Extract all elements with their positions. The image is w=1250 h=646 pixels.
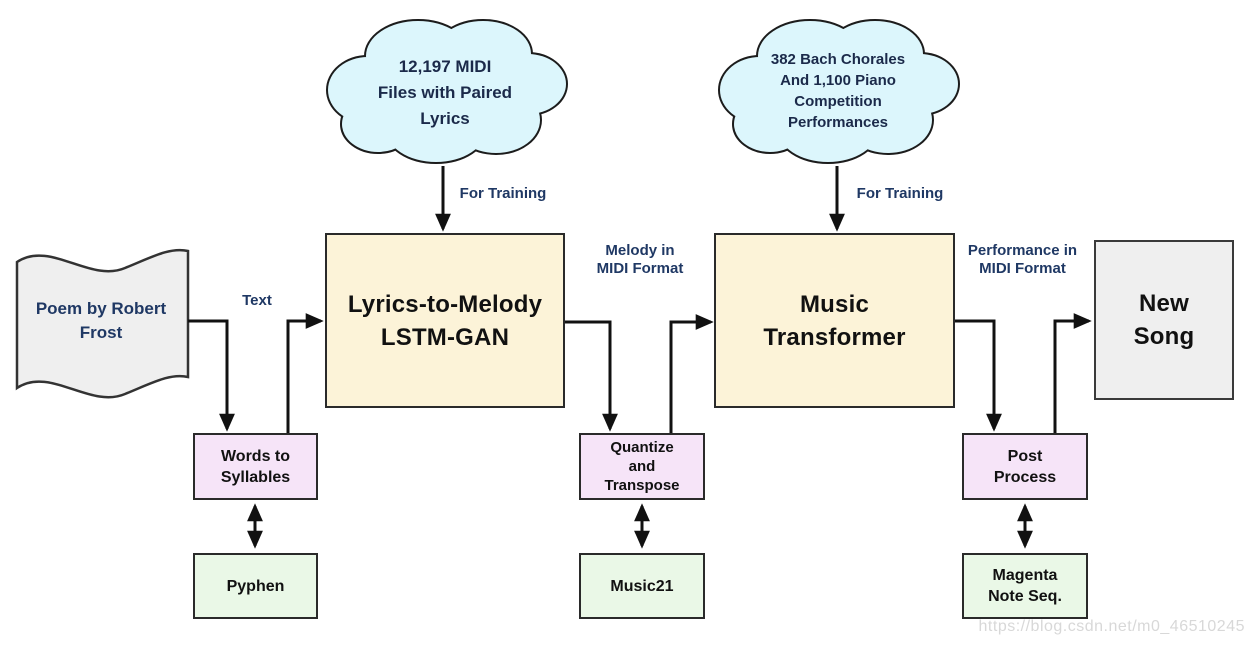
node-music-transformer: Music Transformer <box>714 233 955 408</box>
arrow-words-to-lstm <box>286 313 324 433</box>
node-pyphen: Pyphen <box>193 553 318 619</box>
poem-document-shape <box>15 248 190 399</box>
performance-midi-label: Performance in MIDI Format <box>950 242 1095 278</box>
node-post-process: Post Process <box>962 433 1088 500</box>
node-line: Words to <box>220 447 291 465</box>
node-line: New <box>1139 290 1189 317</box>
label-line: MIDI Format <box>596 260 684 277</box>
arrow-quantize-to-transformer <box>669 314 714 433</box>
node-line: Music <box>799 290 869 318</box>
arrow-lstm-to-quantize <box>565 320 618 432</box>
node-line: Quantize <box>610 439 674 456</box>
caption-line: And 1,100 Piano <box>780 72 896 89</box>
node-line: Process <box>993 468 1057 486</box>
node-line: Song <box>1133 323 1195 350</box>
caption-line: Poem by Robert <box>35 299 167 318</box>
cloud-midi-files-caption: 12,197 MIDI Files with Paired Lyrics <box>345 54 545 132</box>
node-line: Syllables <box>220 468 291 486</box>
node-line: Transformer <box>763 323 906 351</box>
node-line: Lyrics-to-Melody <box>347 290 543 318</box>
arrow-post-to-newsong <box>1053 313 1092 433</box>
node-new-song: New Song <box>1094 240 1234 400</box>
node-words-to-syllables: Words to Syllables <box>193 433 318 500</box>
caption-line: Performances <box>787 114 889 131</box>
text-edge-label: Text <box>242 292 272 309</box>
caption-line: 382 Bach Chorales <box>770 51 906 68</box>
node-line: and <box>628 458 656 475</box>
caption-line: Files with Paired <box>377 83 513 102</box>
node-music21: Music21 <box>579 553 705 619</box>
node-line: Transpose <box>604 477 680 494</box>
node-quantize-transpose: Quantize and Transpose <box>579 433 705 500</box>
node-line: Pyphen <box>226 577 285 595</box>
caption-line: Competition <box>794 93 882 110</box>
node-line: Note Seq. <box>988 588 1062 605</box>
label-line: MIDI Format <box>979 260 1066 277</box>
for-training-label-2: For Training <box>856 185 944 202</box>
caption-line: 12,197 MIDI <box>398 57 492 76</box>
arrow-transformer-to-post <box>955 319 1002 432</box>
cloud-bach-chorales-caption: 382 Bach Chorales And 1,100 Piano Compet… <box>738 49 938 133</box>
node-poem-caption: Poem by Robert Frost <box>22 297 180 345</box>
for-training-label-1: For Training <box>459 185 547 202</box>
label-line: Performance in <box>967 242 1078 259</box>
node-line: LSTM-GAN <box>380 323 510 351</box>
melody-midi-label: Melody in MIDI Format <box>585 242 695 278</box>
node-line: Magenta <box>992 567 1058 584</box>
node-lstm-gan: Lyrics-to-Melody LSTM-GAN <box>325 233 565 408</box>
node-line: Music21 <box>610 577 674 595</box>
caption-line: Lyrics <box>420 109 470 128</box>
node-magenta-note-seq: Magenta Note Seq. <box>962 553 1088 619</box>
csdn-watermark: https://blog.csdn.net/m0_46510245 <box>978 618 1245 635</box>
node-line: Post <box>1007 447 1043 465</box>
arrow-poem-to-words <box>188 319 235 432</box>
label-line: Melody in <box>605 242 675 259</box>
caption-line: Frost <box>79 323 123 342</box>
